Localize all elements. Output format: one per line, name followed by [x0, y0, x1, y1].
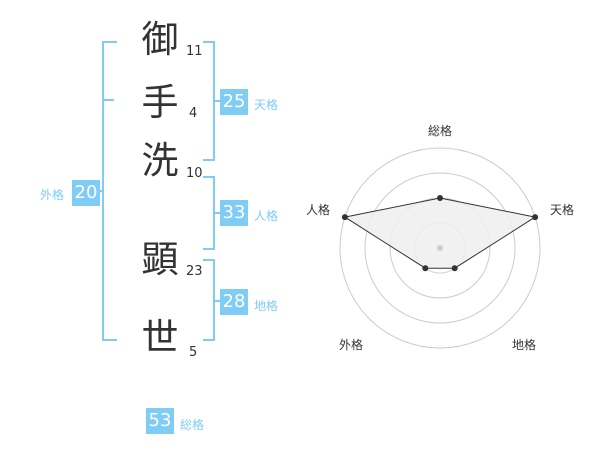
radar-axis-label-chikaku: 地格 [512, 338, 537, 352]
soukaku-label: 総格 [180, 418, 205, 432]
chikaku-bracket-bottom [203, 339, 215, 341]
tenkaku-label: 天格 [254, 98, 279, 112]
name-char-4: 顕 [141, 238, 179, 281]
radar-point [341, 214, 348, 221]
gaikaku-label: 外格 [40, 188, 65, 202]
stroke-count-3: 10 [186, 166, 203, 181]
jinkaku-value: 33 [220, 200, 248, 226]
name-char-2: 手 [141, 81, 179, 124]
radar-axis-label-gaikaku: 外格 [339, 338, 364, 352]
tenkaku-bracket-tick [213, 100, 221, 102]
gaikaku-bracket-bottom [102, 339, 117, 341]
stroke-count-4: 23 [186, 264, 203, 279]
chikaku-bracket-top [203, 259, 215, 261]
name-char-1: 御 [141, 18, 179, 61]
tenkaku-bracket-bottom [203, 159, 215, 161]
jinkaku-bracket-top [203, 176, 215, 178]
radar-point [437, 195, 443, 201]
radar-axis-label-soukaku: 総格 [428, 124, 453, 138]
stroke-count-5: 5 [189, 345, 198, 360]
radar-grid-ring [339, 147, 541, 349]
name-char-3: 洗 [141, 139, 179, 182]
stroke-count-1: 11 [186, 44, 203, 59]
chikaku-label: 地格 [254, 299, 279, 313]
gaikaku-value: 20 [72, 180, 100, 206]
radar-axis-label-tenkaku: 天格 [550, 203, 575, 217]
radar-axis-label-jinkaku: 人格 [306, 203, 331, 217]
radar-center-dot [437, 245, 443, 251]
jinkaku-bracket-bottom [203, 248, 215, 250]
tenkaku-bracket-top [203, 41, 215, 43]
gaikaku-bracket-top [102, 41, 117, 43]
radar-point [532, 214, 539, 221]
chikaku-value: 28 [220, 289, 248, 315]
soukaku-value: 53 [146, 408, 174, 434]
radar-value-polygon [343, 197, 537, 269]
radar-point [451, 265, 458, 272]
gaikaku-bracket-mid-2 [98, 190, 104, 192]
radar-grid-ring [364, 172, 516, 324]
jinkaku-label: 人格 [254, 209, 279, 223]
tenkaku-value: 25 [220, 89, 248, 115]
stroke-count-2: 4 [189, 106, 198, 121]
name-char-5: 世 [141, 316, 179, 359]
chikaku-bracket-tick [213, 300, 221, 302]
jinkaku-bracket-tick [213, 212, 221, 214]
radar-point [422, 265, 429, 272]
gaikaku-bracket-mid-1 [102, 99, 114, 101]
